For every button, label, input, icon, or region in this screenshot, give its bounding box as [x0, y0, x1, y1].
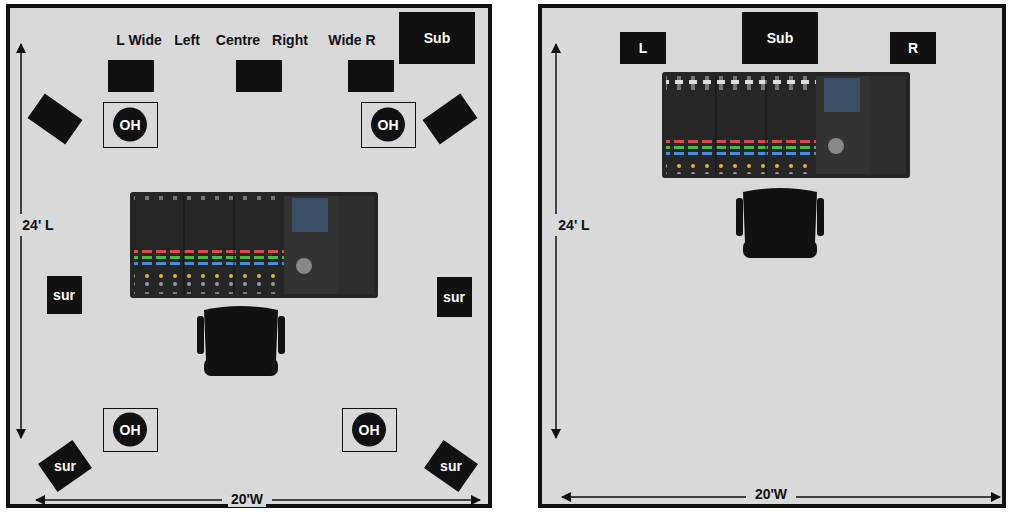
overhead-speaker: OH — [103, 408, 158, 452]
surround-speaker: sur — [47, 276, 82, 314]
speaker-name: Centre — [213, 32, 263, 48]
speaker — [236, 60, 282, 92]
dimension-label: 24' L — [555, 217, 592, 233]
dimension-arrow — [36, 499, 222, 501]
dimension-arrow — [272, 499, 480, 501]
speaker-label: R — [908, 40, 918, 56]
mixing-console — [130, 192, 378, 298]
surround-speaker: sur — [423, 441, 479, 491]
wide-speaker — [28, 94, 83, 145]
wide-speaker — [423, 94, 478, 145]
subwoofer-box: Sub — [399, 12, 475, 64]
subwoofer-box: Sub — [742, 12, 818, 64]
overhead-speaker: OH — [361, 102, 416, 148]
dimension-label: 20'W — [752, 486, 790, 502]
speaker-box: R — [890, 32, 936, 64]
dimension-arrow — [20, 236, 22, 438]
speaker-box: L — [620, 32, 666, 64]
speaker-label: L — [639, 40, 648, 56]
speaker-name: Wide R — [325, 32, 378, 48]
surround-speaker: sur — [437, 277, 472, 317]
speaker-label: Sub — [767, 30, 793, 46]
speaker-label: sur — [443, 289, 465, 305]
dimension-arrow — [555, 236, 557, 438]
room-outline — [540, 6, 1004, 506]
speaker — [348, 60, 394, 92]
dimension-label: 24' L — [19, 217, 56, 233]
mixing-console — [662, 72, 910, 178]
speaker-name: Right — [269, 32, 311, 48]
speaker-label: sur — [440, 458, 462, 474]
dimension-label: 20'W — [228, 491, 266, 507]
chair — [197, 306, 285, 376]
dimension-arrow — [555, 44, 557, 214]
dimension-arrow — [562, 496, 746, 498]
speaker-label: sur — [54, 458, 76, 474]
speaker-label: OH — [120, 422, 141, 438]
speaker — [108, 60, 154, 92]
overhead-speaker: OH — [103, 102, 158, 148]
chair — [736, 188, 824, 258]
room-outline — [8, 6, 490, 506]
dimension-arrow — [796, 496, 1000, 498]
dimension-arrow — [20, 44, 22, 214]
speaker-label: sur — [53, 287, 75, 303]
speaker-label: OH — [120, 117, 141, 133]
speaker-name: L Wide — [113, 32, 165, 48]
speaker-label: Sub — [424, 30, 450, 46]
speaker-label: OH — [359, 422, 380, 438]
overhead-speaker: OH — [342, 408, 397, 452]
surround-speaker: sur — [37, 441, 93, 491]
speaker-name: Left — [171, 32, 203, 48]
speaker-label: OH — [378, 117, 399, 133]
